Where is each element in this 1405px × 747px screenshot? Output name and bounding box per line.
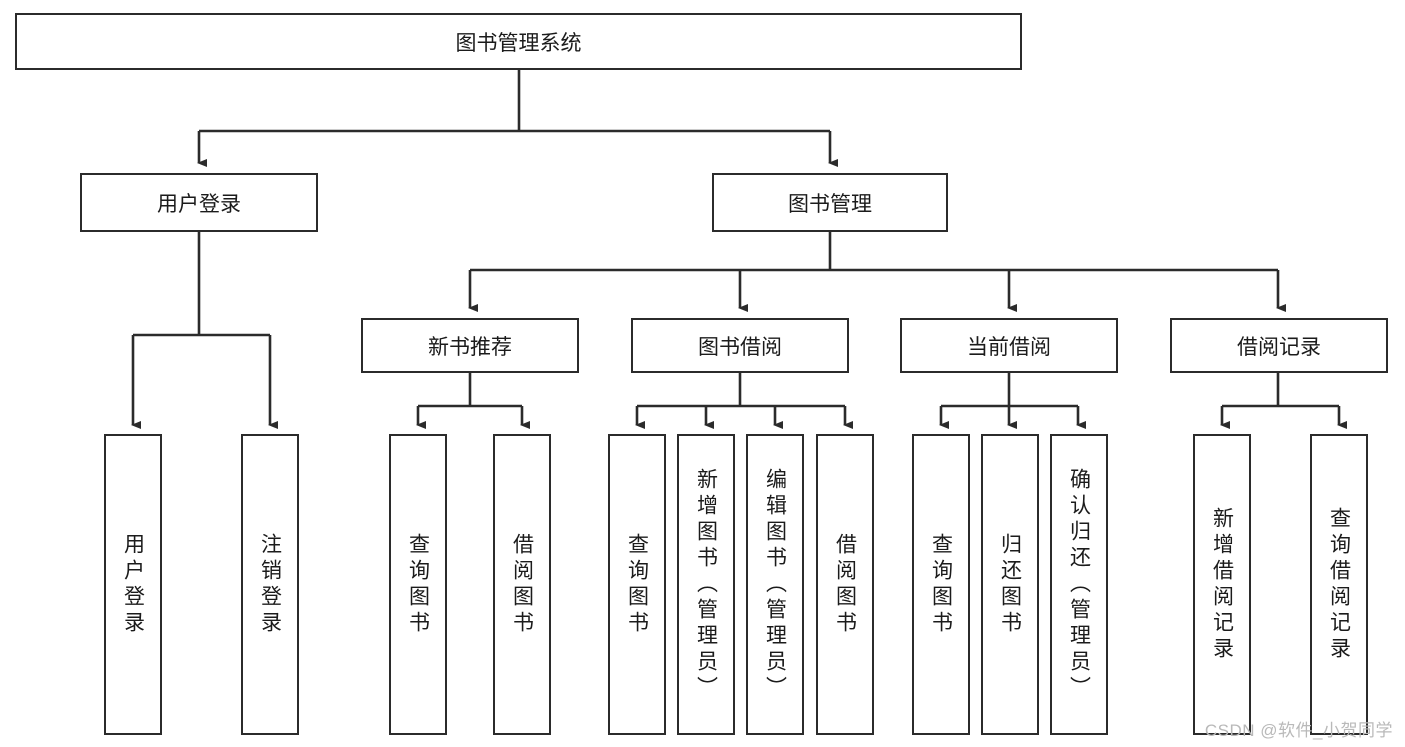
leaf-current-query-book[interactable]: 查询图书: [912, 434, 970, 735]
leaf-user-login[interactable]: 用户登录: [104, 434, 162, 735]
leaf-logout[interactable]: 注销登录: [241, 434, 299, 735]
node-label: 图书借阅: [698, 335, 782, 359]
node-label: 查询图书: [929, 532, 953, 637]
node-borrow-record[interactable]: 借阅记录: [1170, 318, 1388, 373]
leaf-borrow-query-book[interactable]: 查询图书: [608, 434, 666, 735]
node-book-borrow[interactable]: 图书借阅: [631, 318, 849, 373]
node-label: 借阅图书: [510, 532, 534, 637]
leaf-borrow-add-book-admin[interactable]: 新增图书（管理员）: [677, 434, 735, 735]
leaf-record-query-borrow-record[interactable]: 查询借阅记录: [1310, 434, 1368, 735]
node-label: 编辑图书（管理员）: [763, 467, 787, 702]
leaf-borrow-borrow-book[interactable]: 借阅图书: [816, 434, 874, 735]
leaf-current-confirm-return-admin[interactable]: 确认归还（管理员）: [1050, 434, 1108, 735]
node-label: 图书管理系统: [455, 31, 582, 55]
node-user-login[interactable]: 用户登录: [80, 173, 318, 232]
node-label: 新增图书（管理员）: [694, 467, 718, 702]
node-new-book-recommend[interactable]: 新书推荐: [361, 318, 579, 373]
node-label: 归还图书: [998, 532, 1022, 637]
leaf-current-return-book[interactable]: 归还图书: [981, 434, 1039, 735]
node-label: 查询图书: [625, 532, 649, 637]
node-label: 借阅记录: [1237, 335, 1321, 359]
leaf-new-book-query-book[interactable]: 查询图书: [389, 434, 447, 735]
node-current-borrow[interactable]: 当前借阅: [900, 318, 1118, 373]
node-label: 用户登录: [157, 192, 241, 216]
node-label: 新书推荐: [428, 335, 512, 359]
node-book-management[interactable]: 图书管理: [712, 173, 948, 232]
node-label: 当前借阅: [967, 335, 1051, 359]
node-label: 用户登录: [121, 532, 145, 637]
node-label: 查询借阅记录: [1327, 506, 1351, 663]
node-label: 借阅图书: [833, 532, 857, 637]
leaf-new-book-borrow-book[interactable]: 借阅图书: [493, 434, 551, 735]
watermark-text: CSDN @软件_小贺同学: [1204, 721, 1393, 740]
node-root-book-management-system[interactable]: 图书管理系统: [15, 13, 1022, 70]
node-label: 新增借阅记录: [1210, 506, 1234, 663]
node-label: 注销登录: [258, 532, 282, 637]
leaf-borrow-edit-book-admin[interactable]: 编辑图书（管理员）: [746, 434, 804, 735]
node-label: 确认归还（管理员）: [1067, 467, 1091, 702]
leaf-record-add-borrow-record[interactable]: 新增借阅记录: [1193, 434, 1251, 735]
node-label: 查询图书: [406, 532, 430, 637]
node-label: 图书管理: [788, 192, 872, 216]
